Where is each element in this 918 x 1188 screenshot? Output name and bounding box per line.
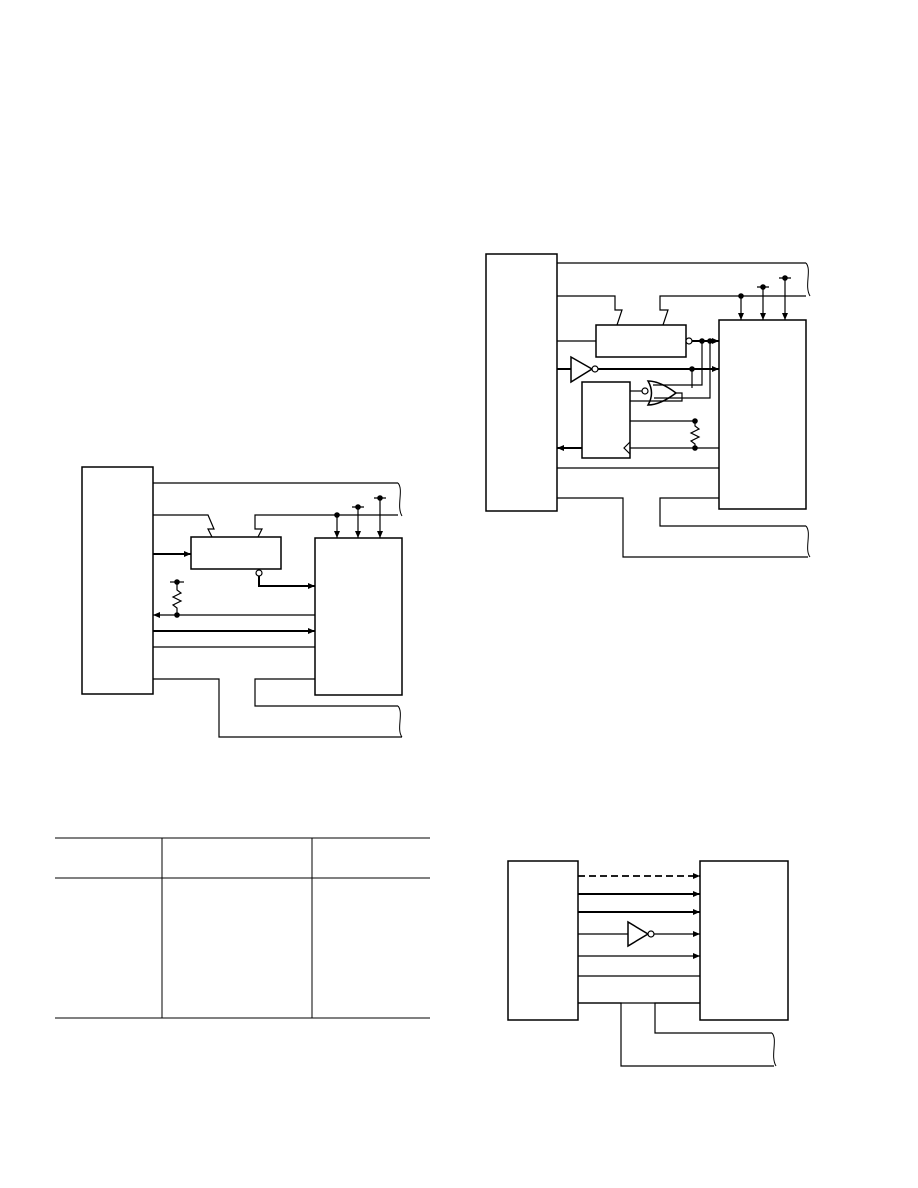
- signal-line: [153, 678, 402, 738]
- address-line-right: [659, 295, 806, 326]
- data-table: [55, 837, 430, 1019]
- inversion-bubble: [647, 930, 655, 938]
- break-mark: [805, 262, 811, 297]
- signal-line: [630, 392, 683, 402]
- address-line-left: [557, 295, 623, 326]
- supply-bar: [352, 497, 386, 508]
- diagram-1: [81, 466, 403, 738]
- controller-block: [81, 466, 154, 695]
- signal-line: [659, 497, 806, 527]
- inversion-bubble: [685, 337, 693, 345]
- junction-dot: [334, 512, 340, 518]
- memory-block: [314, 537, 403, 696]
- pullup-resistor: [689, 421, 701, 448]
- signal-line: [254, 678, 398, 707]
- pullup-resistor: [171, 582, 183, 615]
- inverter-gate: [627, 920, 650, 948]
- junction-dot: [738, 293, 744, 299]
- inversion-bubble: [591, 365, 599, 373]
- break-mark: [805, 525, 811, 558]
- break-mark: [771, 1032, 777, 1067]
- inverter-gate: [570, 355, 594, 384]
- signal-line: [654, 1002, 772, 1034]
- output-arrow: [258, 576, 315, 589]
- inversion-bubble: [255, 569, 263, 577]
- address-line-right: [254, 514, 398, 538]
- buffer-block: [595, 324, 687, 358]
- signal-line: [653, 341, 703, 386]
- address-line-left: [153, 514, 215, 538]
- memory-block: [699, 860, 789, 1021]
- flipflop-block: [581, 381, 631, 459]
- controller-block: [507, 860, 579, 1021]
- inversion-bubble: [641, 387, 649, 395]
- nor-gate: [646, 380, 678, 406]
- diagram-3: [507, 860, 789, 1067]
- clock-input-mark: [623, 441, 631, 455]
- diagram-2: [485, 253, 811, 558]
- signal-line: [654, 341, 711, 399]
- signal-line: [557, 497, 808, 558]
- controller-block: [485, 253, 558, 512]
- buffer-block: [190, 536, 282, 570]
- break-mark: [397, 482, 403, 517]
- memory-block: [718, 319, 807, 510]
- signal-line: [578, 1002, 774, 1067]
- supply-bar: [757, 277, 791, 288]
- break-mark: [397, 705, 403, 738]
